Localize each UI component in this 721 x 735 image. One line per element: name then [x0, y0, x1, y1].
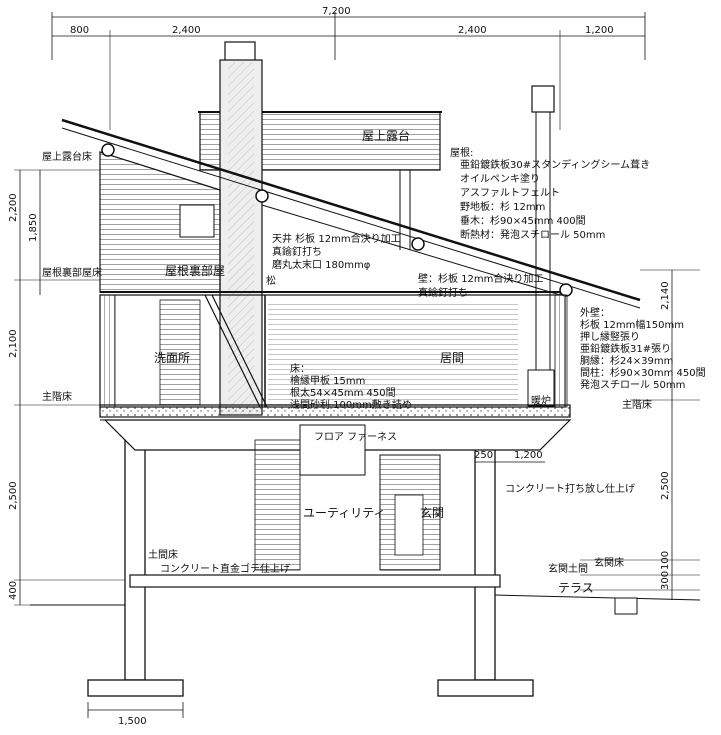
note-line: 亜鉛鍍鉄板31#張り — [580, 342, 671, 355]
note-line: 外壁： — [580, 306, 610, 319]
dim-right-100: 100 — [660, 551, 671, 570]
level-entrance-floor: 玄関土間 — [548, 562, 588, 575]
note-line: 磨丸太末口 180mmφ — [272, 258, 371, 271]
top-dimension-lines — [51, 12, 646, 130]
note-line: 根太54×45mm 450間 — [290, 386, 396, 399]
note-line: オイルペンキ塗り — [460, 172, 540, 185]
main-floor-structure — [99, 294, 571, 421]
note-line: 断熱材：発泡スチロール 50mm — [460, 228, 605, 241]
level-roof-deck-floor: 屋上露台床 — [42, 150, 92, 163]
dim-right-lower: 2,500 — [660, 471, 671, 500]
note-line: 浅間砂利 100mm敷き詰め — [290, 398, 412, 411]
mid-dimension-lines — [475, 456, 545, 468]
note-roof-spec: 亜鉛鍍鉄板30#スタンディングシーム葺きオイルペンキ塗りアスファルトフェルト野地… — [460, 158, 650, 241]
room-furnace: フロア ファーネス — [314, 431, 397, 443]
note-exterior-wall-spec: 外壁：杉板 12mm幅150mm押し縁竪張り亜鉛鍍鉄板31#張り胴縁：杉24×3… — [580, 306, 706, 391]
dim-left-overhang: 800 — [70, 25, 89, 36]
room-attic: 屋根裏部屋 — [165, 263, 225, 278]
dim-footing-width: 1,500 — [118, 716, 147, 727]
note-ground-floor-finish: コンクリート直金ゴテ仕上げ — [160, 562, 290, 575]
dim-right-upper: 2,140 — [660, 281, 671, 310]
roof-slope — [61, 118, 641, 309]
level-main-floor-right: 主階床 — [622, 398, 652, 411]
note-line: 杉板 12mm幅150mm — [580, 318, 684, 331]
room-roof-deck: 屋上露台 — [362, 128, 410, 143]
right-dimension-lines — [580, 269, 700, 600]
level-main-floor: 主階床 — [42, 390, 72, 403]
room-living: 居間 — [440, 351, 464, 365]
dim-left-lower: 2,500 — [8, 481, 19, 510]
room-utility: ユーティリティ — [303, 506, 386, 520]
note-line: 床： — [290, 362, 310, 375]
note-line: 檜縁甲板 15mm — [290, 374, 365, 387]
note-line: 天井 杉板 12mm合決り加工 — [272, 232, 401, 245]
room-washroom: 洗面所 — [154, 351, 190, 365]
dim-right-300: 300 — [660, 571, 671, 590]
note-concrete-exposed: コンクリート打ち放し仕上げ — [505, 482, 635, 495]
dim-left-footing: 400 — [8, 581, 19, 600]
note-line: 野地板：杉 12mm — [460, 200, 545, 213]
dim-right-overhang: 1,200 — [585, 25, 614, 36]
room-entrance: 玄関 — [420, 505, 444, 520]
stove-chimney — [531, 85, 555, 380]
dim-left-upper-2: 1,850 — [28, 213, 39, 242]
note-line: 胴縁：杉24×39mm — [580, 354, 673, 367]
lower-level-structure — [30, 419, 701, 697]
dim-bay-right: 2,400 — [458, 25, 487, 36]
dim-left-upper-1: 2,200 — [8, 193, 19, 222]
note-roof-title: 屋根: — [450, 146, 473, 159]
dim-left-main: 2,100 — [8, 329, 19, 358]
bottom-dimension-lines — [87, 702, 184, 718]
note-line: 垂木：杉90×45mm 400間 — [460, 214, 586, 227]
note-line: 真鍮釘打ち — [418, 286, 468, 299]
level-entrance-floor-2: 玄関床 — [594, 556, 624, 569]
note-line: 壁：杉板 12mm合決り加工 — [418, 272, 543, 285]
note-line: 亜鉛鍍鉄板30#スタンディングシーム葺き — [460, 158, 650, 171]
level-ground-floor: 土間床 — [148, 548, 178, 561]
dim-overall-width: 7,200 — [322, 6, 351, 17]
room-stove: 暖炉 — [531, 394, 551, 407]
note-line: 発泡スチロール 50mm — [580, 378, 685, 391]
dim-bay-left: 2,400 — [172, 25, 201, 36]
note-line: 真鍮釘打ち — [272, 245, 322, 258]
attic-walls — [99, 151, 565, 296]
note-line: 間柱：杉90×30mm 450間 — [580, 366, 706, 379]
level-attic-floor: 屋根裏部屋床 — [42, 266, 102, 279]
room-terrace: テラス — [558, 581, 594, 595]
dim-1200: 1,200 — [514, 450, 543, 461]
note-line: 押し縁竪張り — [580, 330, 640, 343]
note-line: アスファルトフェルト — [460, 188, 560, 199]
chimney-main — [219, 41, 263, 416]
dim-250: 250 — [474, 450, 493, 461]
note-pine: 松 — [266, 274, 276, 287]
